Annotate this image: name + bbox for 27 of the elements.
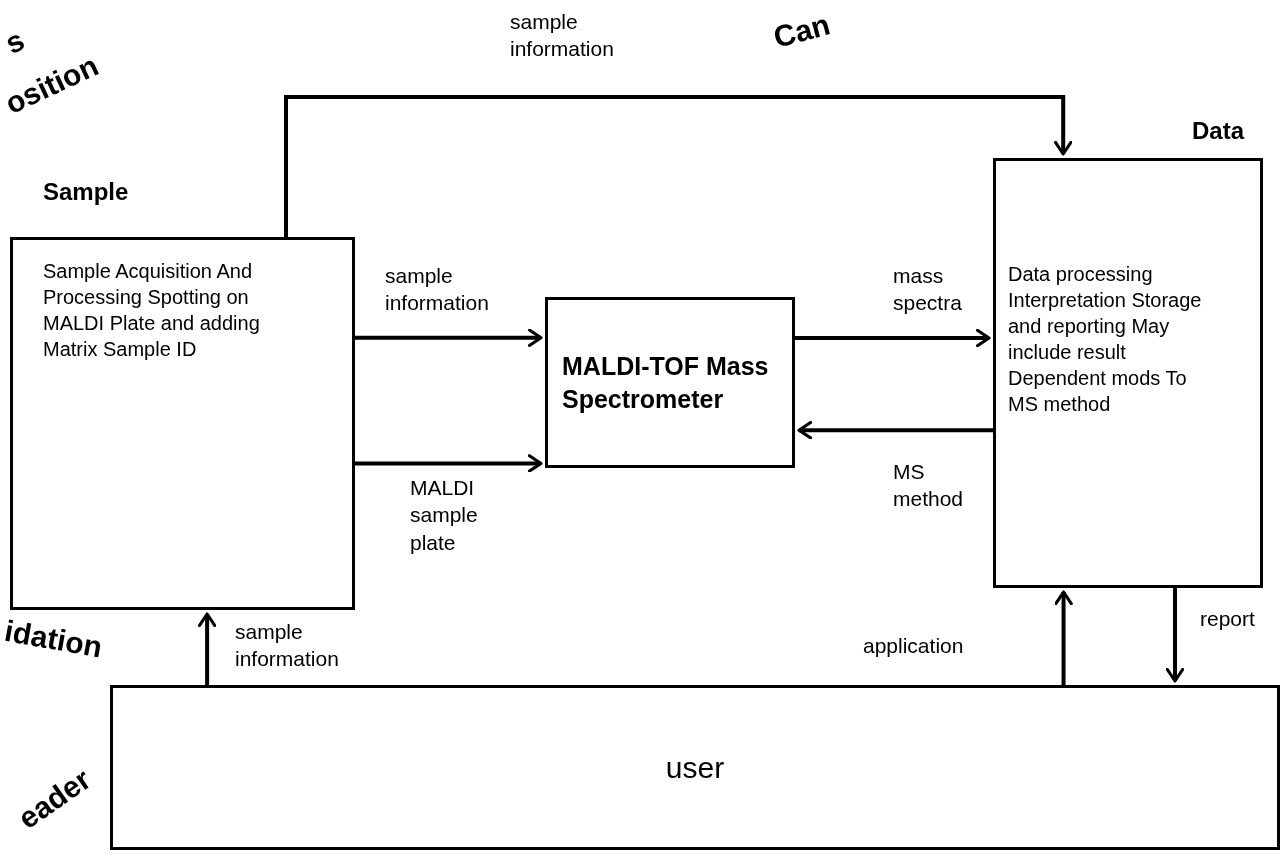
box-text: Data processing Interpretation Storage and reporting May include result Dependent mods To MS method [1008, 262, 1203, 417]
edge-label: sample information [235, 619, 340, 673]
cut-off-text: idation [2, 614, 105, 665]
edge-label: MALDI sample plate [410, 475, 479, 556]
box-heading: Data [1192, 117, 1245, 145]
arrow [795, 328, 991, 348]
arrow [797, 420, 993, 440]
arrow [355, 454, 543, 473]
cut-off-text: Can [770, 7, 834, 55]
arrow [1165, 588, 1185, 683]
process-box [545, 297, 795, 468]
edge-label: sample information [385, 263, 490, 317]
edge-label: MS method [893, 459, 965, 513]
edge-label: sample information [510, 9, 615, 63]
arrow [197, 612, 217, 685]
box-text: Sample Acquisition And Processing Spotting on MALDI Plate and adding Matrix Sample ID [43, 259, 261, 362]
arrow [284, 95, 1073, 237]
arrow [355, 328, 543, 347]
edge-label: application [863, 633, 964, 659]
box-text: user [665, 750, 725, 786]
process-box [110, 685, 1280, 850]
arrow [1054, 590, 1073, 685]
box-heading: Sample [43, 178, 129, 206]
cut-off-text: s [0, 22, 30, 60]
box-text: MALDI-TOF Mass Spectrometer [562, 351, 770, 415]
edge-label: mass spectra [893, 263, 963, 317]
edge-label: report [1200, 606, 1255, 632]
